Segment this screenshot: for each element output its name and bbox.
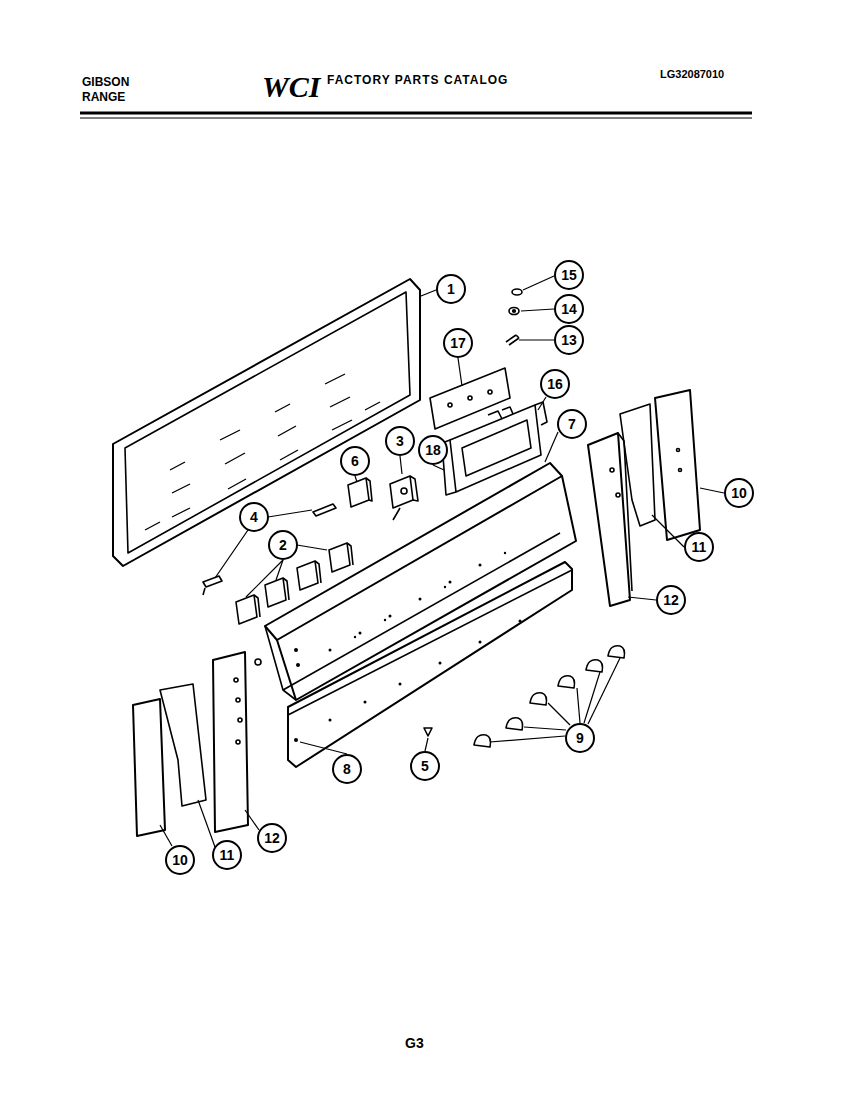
callout-number: 7	[568, 417, 576, 431]
callout-number: 3	[396, 434, 404, 448]
callout-circle: 2	[268, 530, 298, 560]
callout-number: 17	[450, 336, 466, 350]
brand-name: GIBSON	[82, 76, 129, 88]
callout-circle: 5	[410, 751, 440, 781]
callout-circle: 4	[239, 502, 269, 532]
callout-number: 11	[692, 540, 707, 554]
product-type: RANGE	[82, 91, 125, 103]
callout-circle: 18	[418, 435, 448, 465]
callout-circle: 10	[724, 478, 754, 508]
callout-number: 13	[561, 333, 577, 347]
callout-number: 18	[425, 443, 441, 457]
callout-number: 15	[561, 268, 577, 282]
callout-circle: 12	[257, 823, 287, 853]
callout-circle: 11	[684, 532, 714, 562]
page-number: G3	[405, 1036, 424, 1050]
model-number: LG32087010	[660, 69, 724, 80]
callout-number: 2	[279, 538, 287, 552]
catalog-title: FACTORY PARTS CATALOG	[327, 74, 508, 86]
logo-text: WCI	[262, 72, 320, 102]
callout-circle: 3	[385, 426, 415, 456]
callout-number: 1	[447, 282, 455, 296]
callout-number: 16	[547, 377, 563, 391]
callout-circle: 12	[656, 585, 686, 615]
callout-number: 12	[663, 593, 679, 607]
callout-number: 5	[421, 759, 429, 773]
callout-number: 11	[220, 848, 235, 862]
callout-number: 6	[351, 454, 359, 468]
callout-number: 4	[250, 510, 258, 524]
callout-circle: 6	[340, 446, 370, 476]
callout-circle: 1	[436, 274, 466, 304]
callout-circle: 8	[332, 754, 362, 784]
callout-circle: 13	[554, 325, 584, 355]
callout-number: 14	[561, 302, 577, 316]
callout-circle: 15	[554, 260, 584, 290]
callout-number: 9	[576, 731, 584, 745]
callout-number: 10	[731, 486, 747, 500]
callout-circle: 11	[212, 840, 242, 870]
callout-number: 10	[172, 853, 188, 867]
callout-number: 12	[264, 831, 280, 845]
callout-circle: 14	[554, 294, 584, 324]
callout-circle: 17	[443, 328, 473, 358]
callout-circle: 10	[165, 845, 195, 875]
callout-circle: 7	[557, 409, 587, 439]
callout-number: 8	[343, 762, 351, 776]
callout-circle: 16	[540, 369, 570, 399]
callout-circle: 9	[565, 723, 595, 753]
